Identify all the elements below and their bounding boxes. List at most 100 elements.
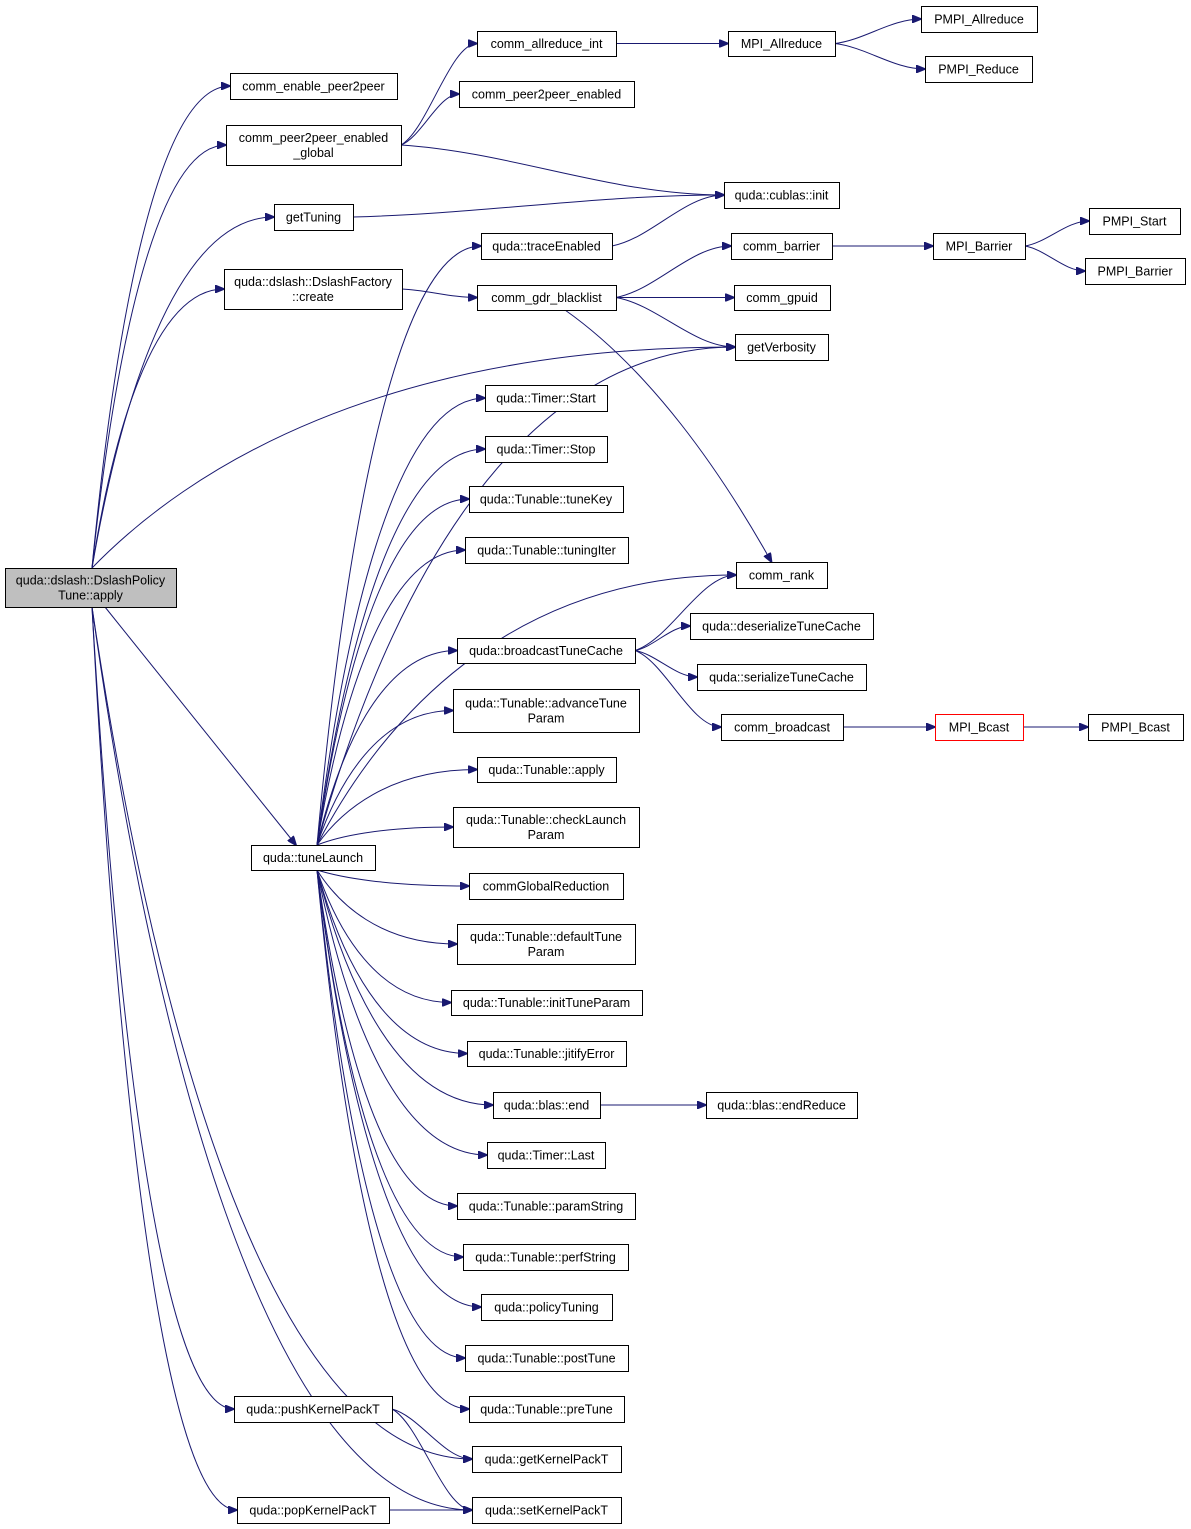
node-box-defaultTuneParam[interactable] <box>457 924 636 965</box>
node-preTune[interactable]: quda::Tunable::preTune <box>469 1396 625 1423</box>
node-tuneLaunch[interactable]: quda::tuneLaunch <box>251 845 376 871</box>
node-deserializeTuneCache[interactable]: quda::deserializeTuneCache <box>690 613 874 640</box>
node-PMPI_Start[interactable]: PMPI_Start <box>1089 208 1181 235</box>
node-jitifyError[interactable]: quda::Tunable::jitifyError <box>467 1041 627 1067</box>
node-MPI_Allreduce[interactable]: MPI_Allreduce <box>728 31 836 57</box>
node-box-paramString[interactable] <box>457 1193 636 1220</box>
node-box-PMPI_Reduce[interactable] <box>925 56 1033 83</box>
node-PMPI_Bcast[interactable]: PMPI_Bcast <box>1088 714 1184 741</box>
node-MPI_Barrier[interactable]: MPI_Barrier <box>933 233 1026 260</box>
node-box-PMPI_Bcast[interactable] <box>1088 714 1184 741</box>
node-box-commGlobalReduction[interactable] <box>469 873 624 900</box>
node-perfString[interactable]: quda::Tunable::perfString <box>463 1244 629 1271</box>
node-box-endReduce[interactable] <box>706 1092 858 1119</box>
node-traceEnabled[interactable]: quda::traceEnabled <box>481 233 613 260</box>
node-comm_broadcast[interactable]: comm_broadcast <box>721 714 844 741</box>
node-box-PMPI_Barrier[interactable] <box>1085 258 1186 285</box>
node-box-policyTuning[interactable] <box>481 1294 613 1321</box>
node-comm_peer2peer_enabled[interactable]: comm_peer2peer_enabled <box>459 81 635 108</box>
node-box-PMPI_Allreduce[interactable] <box>921 6 1038 33</box>
node-box-comm_gpuid[interactable] <box>734 285 831 311</box>
node-dslash_create[interactable]: quda::dslash::DslashFactory::create <box>224 269 403 310</box>
node-box-broadcastTuneCache[interactable] <box>457 638 636 664</box>
node-box-timer_start[interactable] <box>485 385 608 412</box>
node-getVerbosity[interactable]: getVerbosity <box>735 334 829 361</box>
node-tuningIter[interactable]: quda::Tunable::tuningIter <box>465 537 629 564</box>
node-policyTuning[interactable]: quda::policyTuning <box>481 1294 613 1321</box>
node-PMPI_Barrier[interactable]: PMPI_Barrier <box>1085 258 1186 285</box>
node-timer_last[interactable]: quda::Timer::Last <box>487 1142 606 1169</box>
node-box-PMPI_Start[interactable] <box>1089 208 1181 235</box>
node-box-setKernelPackT[interactable] <box>472 1497 622 1524</box>
node-broadcastTuneCache[interactable]: quda::broadcastTuneCache <box>457 638 636 664</box>
node-box-tunable_apply[interactable] <box>477 757 617 783</box>
node-box-serializeTuneCache[interactable] <box>697 664 867 691</box>
node-box-traceEnabled[interactable] <box>481 233 613 260</box>
node-box-getKernelPackT[interactable] <box>472 1446 622 1473</box>
node-comm_gdr_blacklist[interactable]: comm_gdr_blacklist <box>477 285 617 311</box>
node-commGlobalReduction[interactable]: commGlobalReduction <box>469 873 624 900</box>
node-box-MPI_Allreduce[interactable] <box>728 31 836 57</box>
node-setKernelPackT[interactable]: quda::setKernelPackT <box>472 1497 622 1524</box>
node-comm_barrier[interactable]: comm_barrier <box>731 233 833 260</box>
node-getKernelPackT[interactable]: quda::getKernelPackT <box>472 1446 622 1473</box>
node-cublas_init[interactable]: quda::cublas::init <box>724 182 840 209</box>
node-paramString[interactable]: quda::Tunable::paramString <box>457 1193 636 1220</box>
node-serializeTuneCache[interactable]: quda::serializeTuneCache <box>697 664 867 691</box>
node-blas_end[interactable]: quda::blas::end <box>493 1092 601 1119</box>
node-box-comm_rank[interactable] <box>736 562 828 589</box>
node-comm_enable_peer2peer[interactable]: comm_enable_peer2peer <box>230 73 398 100</box>
node-box-MPI_Bcast[interactable] <box>935 714 1024 741</box>
node-box-deserializeTuneCache[interactable] <box>690 613 874 640</box>
node-MPI_Bcast[interactable]: MPI_Bcast <box>935 714 1024 741</box>
node-box-comm_barrier[interactable] <box>731 233 833 260</box>
node-timer_start[interactable]: quda::Timer::Start <box>485 385 608 412</box>
node-box-timer_stop[interactable] <box>485 436 608 463</box>
node-box-advanceTuneParam[interactable] <box>453 689 640 733</box>
node-box-comm_peer2peer_enabled[interactable] <box>459 81 635 108</box>
node-box-comm_peer2peer_enabled_global[interactable] <box>226 125 402 166</box>
node-endReduce[interactable]: quda::blas::endReduce <box>706 1092 858 1119</box>
node-box-preTune[interactable] <box>469 1396 625 1423</box>
node-postTune[interactable]: quda::Tunable::postTune <box>465 1345 629 1372</box>
node-box-checkLaunchParam[interactable] <box>453 807 640 848</box>
node-initTuneParam[interactable]: quda::Tunable::initTuneParam <box>451 990 643 1016</box>
node-box-blas_end[interactable] <box>493 1092 601 1119</box>
node-tuneKey[interactable]: quda::Tunable::tuneKey <box>469 486 624 513</box>
node-comm_rank[interactable]: comm_rank <box>736 562 828 589</box>
node-box-tuningIter[interactable] <box>465 537 629 564</box>
node-box-root[interactable] <box>5 568 177 608</box>
node-getTuning[interactable]: getTuning <box>274 204 354 231</box>
node-pushKernelPackT[interactable]: quda::pushKernelPackT <box>234 1396 393 1423</box>
node-box-MPI_Barrier[interactable] <box>933 233 1026 260</box>
node-box-cublas_init[interactable] <box>724 182 840 209</box>
node-box-timer_last[interactable] <box>487 1142 606 1169</box>
node-PMPI_Reduce[interactable]: PMPI_Reduce <box>925 56 1033 83</box>
node-box-jitifyError[interactable] <box>467 1041 627 1067</box>
node-box-tuneKey[interactable] <box>469 486 624 513</box>
node-box-comm_broadcast[interactable] <box>721 714 844 741</box>
node-box-tuneLaunch[interactable] <box>251 845 376 871</box>
node-box-perfString[interactable] <box>463 1244 629 1271</box>
node-box-pushKernelPackT[interactable] <box>234 1396 393 1423</box>
node-comm_allreduce_int[interactable]: comm_allreduce_int <box>477 31 617 57</box>
node-PMPI_Allreduce[interactable]: PMPI_Allreduce <box>921 6 1038 33</box>
node-comm_gpuid[interactable]: comm_gpuid <box>734 285 831 311</box>
node-box-postTune[interactable] <box>465 1345 629 1372</box>
node-box-initTuneParam[interactable] <box>451 990 643 1016</box>
node-comm_peer2peer_enabled_global[interactable]: comm_peer2peer_enabled_global <box>226 125 402 166</box>
node-box-comm_allreduce_int[interactable] <box>477 31 617 57</box>
node-box-comm_enable_peer2peer[interactable] <box>230 73 398 100</box>
node-box-comm_gdr_blacklist[interactable] <box>477 285 617 311</box>
node-timer_stop[interactable]: quda::Timer::Stop <box>485 436 608 463</box>
node-tunable_apply[interactable]: quda::Tunable::apply <box>477 757 617 783</box>
node-box-dslash_create[interactable] <box>224 269 403 310</box>
node-box-popKernelPackT[interactable] <box>237 1497 390 1524</box>
node-box-getVerbosity[interactable] <box>735 334 829 361</box>
node-box-getTuning[interactable] <box>274 204 354 231</box>
node-popKernelPackT[interactable]: quda::popKernelPackT <box>237 1497 390 1524</box>
